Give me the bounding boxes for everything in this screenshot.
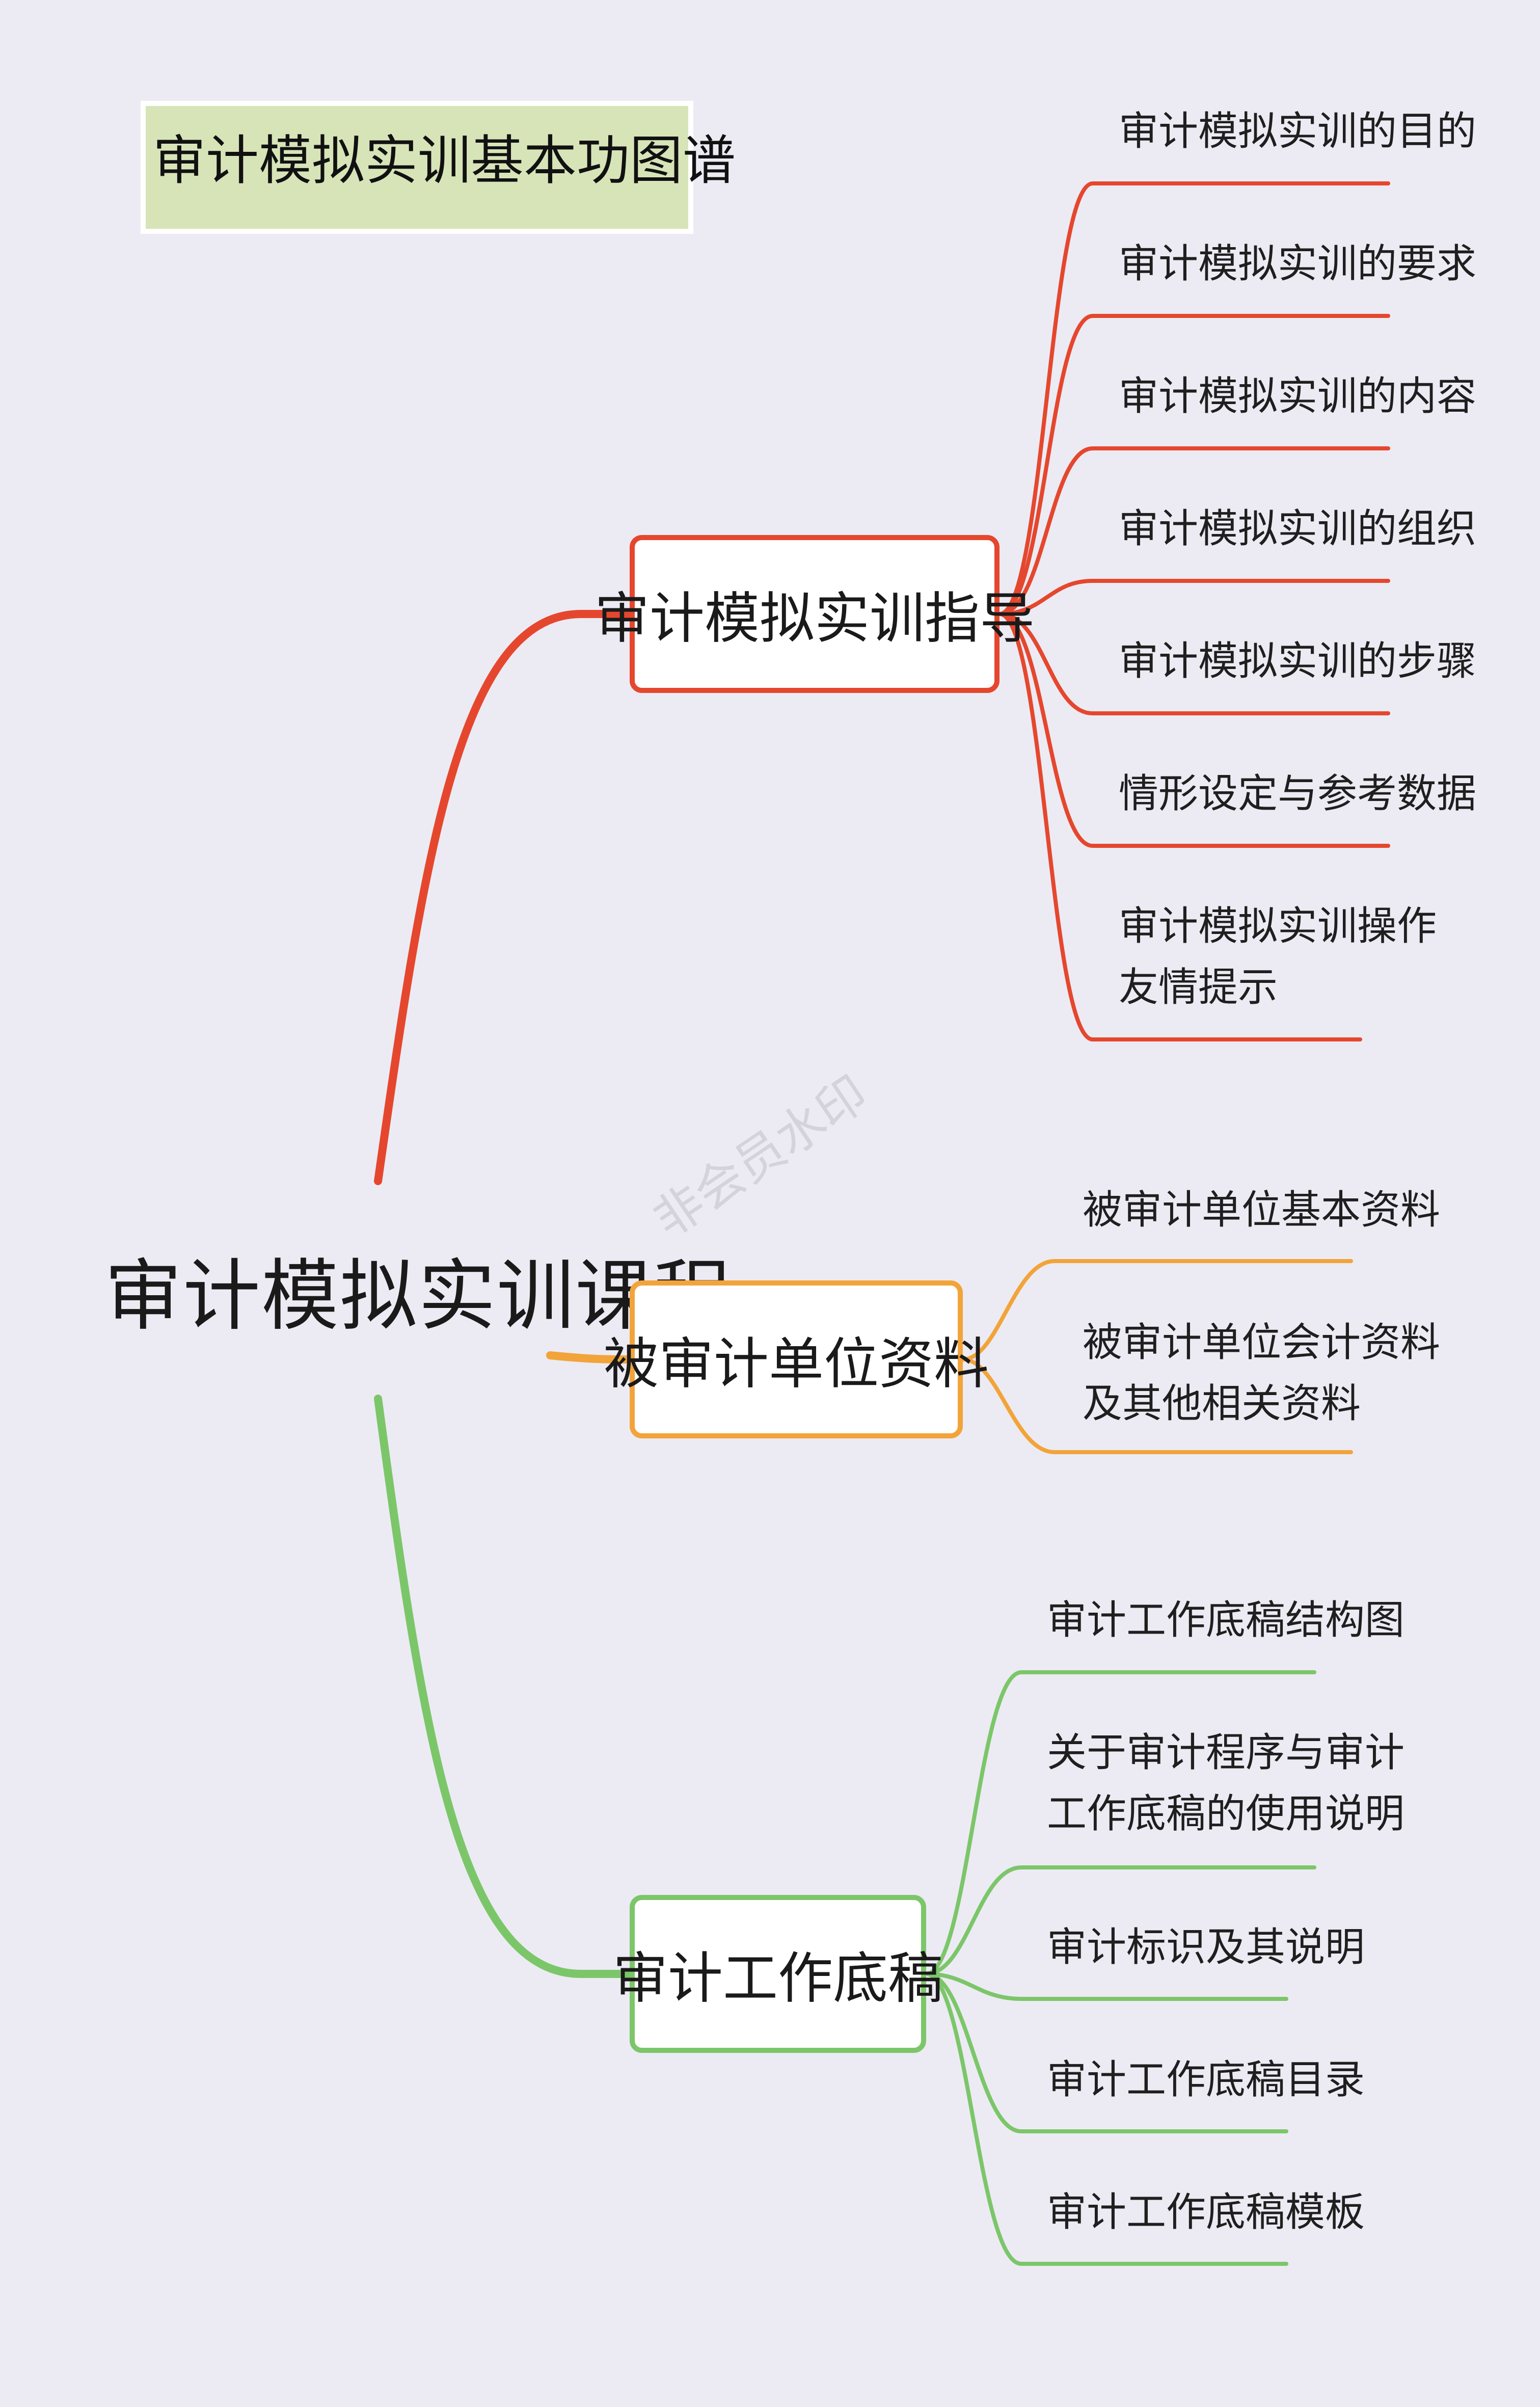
leaf-auditee-accounting-info-line1: 被审计单位会计资料 bbox=[1083, 1320, 1441, 1366]
leaf-papers-structure-chart: 审计工作底稿结构图 bbox=[1047, 1597, 1405, 1643]
leaf-papers-usage-notes: 关于审计程序与审计 工作底稿的使用说明 bbox=[1047, 1722, 1404, 1844]
connector-auditee-leaf-0 bbox=[961, 1259, 1353, 1361]
leaf-guidance-operation-tips: 审计模拟实训操作 友情提示 bbox=[1119, 896, 1437, 1018]
connector-guidance-leaf-0 bbox=[997, 181, 1390, 616]
connector-guidance-leaf-4 bbox=[997, 612, 1390, 715]
connector-auditee-leaf-1 bbox=[961, 1357, 1353, 1454]
leaf-guidance-content: 审计模拟实训的内容 bbox=[1119, 373, 1477, 419]
leaf-guidance-organization: 审计模拟实训的组织 bbox=[1119, 506, 1477, 552]
connector-guidance-leaf-1 bbox=[997, 314, 1390, 616]
leaf-guidance-operation-tips-line1: 审计模拟实训操作 bbox=[1119, 903, 1437, 949]
leaf-auditee-accounting-info-line2: 及其他相关资料 bbox=[1083, 1381, 1361, 1427]
leaf-auditee-basic-info: 被审计单位基本资料 bbox=[1083, 1187, 1441, 1233]
connector-papers-leaf-2 bbox=[924, 1972, 1288, 2001]
leaf-guidance-scenario-data: 情形设定与参考数据 bbox=[1119, 771, 1477, 817]
leaf-guidance-steps: 审计模拟实训的步骤 bbox=[1119, 638, 1477, 684]
connector-root-to-guidance bbox=[374, 610, 634, 1185]
leaf-guidance-requirements: 审计模拟实训的要求 bbox=[1119, 241, 1477, 287]
leaf-papers-templates: 审计工作底稿模板 bbox=[1047, 2189, 1365, 2235]
connector-guidance-leaf-6 bbox=[997, 612, 1362, 1041]
connector-papers-leaf-0 bbox=[924, 1670, 1316, 1976]
leaf-papers-usage-notes-line2: 工作底稿的使用说明 bbox=[1047, 1791, 1405, 1837]
connector-papers-leaf-1 bbox=[924, 1865, 1316, 1976]
leaf-guidance-purpose: 审计模拟实训的目的 bbox=[1119, 109, 1477, 154]
connector-papers-leaf-4 bbox=[924, 1972, 1288, 2266]
leaf-papers-audit-marks: 审计标识及其说明 bbox=[1047, 1924, 1365, 1970]
connector-guidance-leaf-5 bbox=[997, 612, 1390, 848]
diagram-title: 审计模拟实训基本功图谱 bbox=[141, 101, 736, 234]
branch-node-guidance: 审计模拟实训指导 bbox=[595, 535, 1035, 693]
leaf-papers-usage-notes-line1: 关于审计程序与审计 bbox=[1047, 1730, 1405, 1776]
connector-guidance-leaf-2 bbox=[997, 446, 1390, 616]
leaf-guidance-operation-tips-line2: 友情提示 bbox=[1119, 965, 1278, 1010]
connector-papers-leaf-3 bbox=[924, 1972, 1288, 2133]
branch-node-auditee-materials: 被审计单位资料 bbox=[604, 1280, 989, 1438]
connector-guidance-leaf-3 bbox=[997, 579, 1390, 616]
leaf-auditee-accounting-info: 被审计单位会计资料 及其他相关资料 bbox=[1083, 1312, 1440, 1434]
branch-node-working-papers: 审计工作底稿 bbox=[613, 1895, 943, 2053]
leaf-papers-index: 审计工作底稿目录 bbox=[1047, 2057, 1365, 2103]
connector-root-to-papers bbox=[374, 1395, 634, 1978]
connector-root-to-auditee bbox=[546, 1351, 634, 1363]
root-node: 审计模拟实训课程 bbox=[104, 1251, 732, 1341]
